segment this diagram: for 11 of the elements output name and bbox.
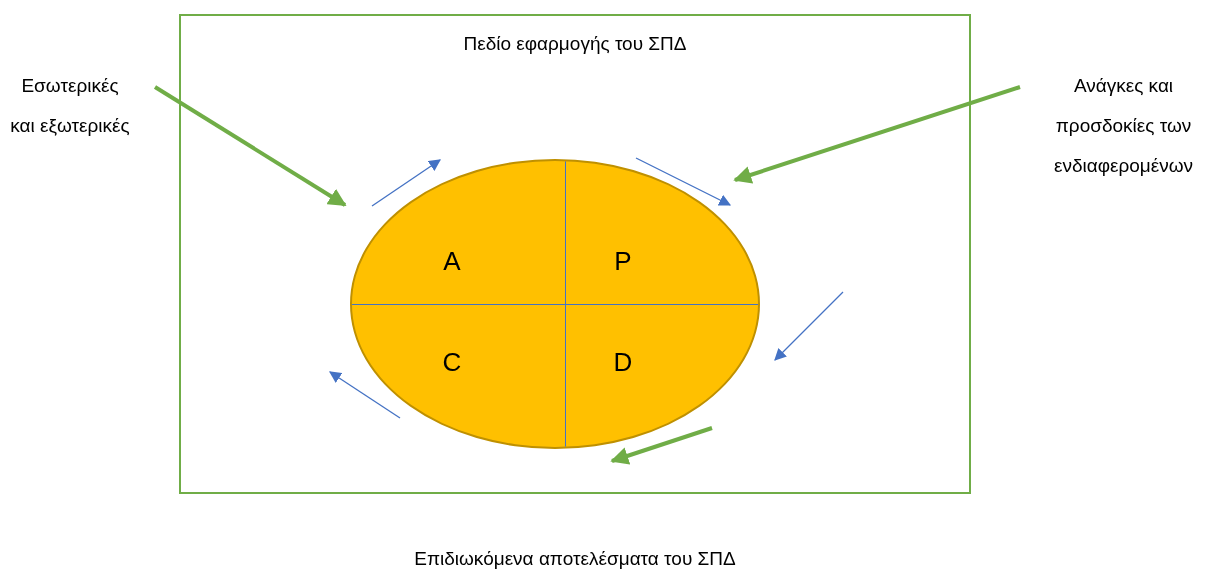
arrow — [733, 85, 1021, 184]
quadrant-letter: P — [613, 246, 633, 276]
quadrant-letter: A — [442, 246, 462, 276]
frame-title: Πεδίο εφαρμογής του ΣΠΔ — [462, 32, 688, 56]
quadrant-letter: D — [612, 347, 634, 377]
input-text: Ανάγκες και προσδοκίες των ενδιαφερομένων — [1052, 74, 1195, 178]
outcome-label: Επιδιωκόμενα αποτελέσματα του ΣΠΔ — [413, 547, 737, 571]
input-text: Εσωτερικές και εξωτερικές — [10, 74, 130, 138]
arrow — [153, 85, 347, 207]
scope-frame — [179, 14, 971, 494]
quadrant-letter: C — [441, 347, 463, 377]
